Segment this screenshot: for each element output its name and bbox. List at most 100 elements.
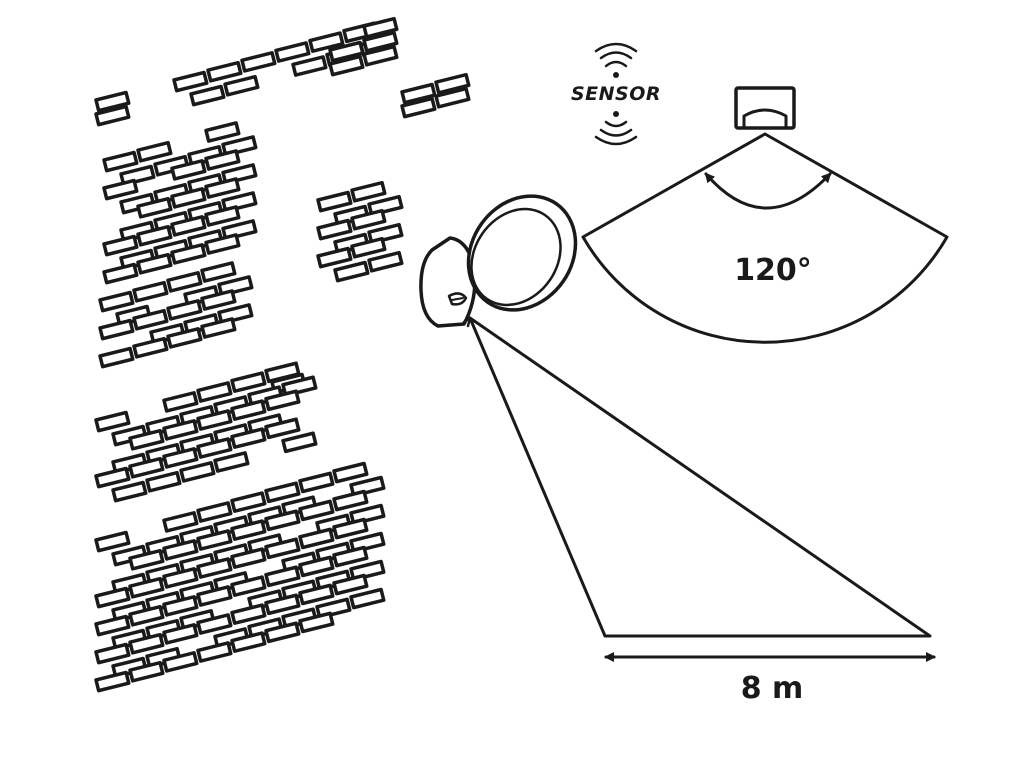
brick (434, 72, 471, 95)
brick (102, 150, 139, 173)
detection-sector (581, 132, 949, 344)
brick (298, 611, 335, 634)
brick (200, 317, 237, 339)
angle-label: 120° (734, 253, 812, 288)
brick (102, 234, 139, 257)
brick (264, 417, 301, 440)
wifi-wave-icon (594, 111, 638, 146)
brick (264, 389, 301, 412)
brick (170, 243, 207, 265)
brick (298, 527, 335, 550)
brick (94, 90, 131, 113)
brick (362, 30, 399, 53)
brick (111, 480, 148, 503)
brick (196, 437, 233, 459)
brick (200, 289, 237, 311)
brick (298, 555, 335, 578)
brick (333, 260, 370, 283)
brick (166, 327, 203, 349)
brick (223, 74, 260, 97)
brick (204, 177, 241, 199)
brick (136, 224, 173, 247)
brick (162, 651, 199, 673)
brick (128, 604, 165, 627)
brick (196, 613, 233, 635)
brick (434, 86, 471, 109)
brick (367, 250, 404, 273)
brick (166, 299, 203, 321)
brick (98, 318, 135, 341)
top-view-detection: 120° (581, 86, 949, 344)
brick (102, 178, 139, 201)
brick (332, 573, 369, 596)
brick (98, 290, 135, 313)
sensor-indicator: SENSOR (571, 42, 661, 146)
brick (264, 593, 301, 616)
brick (230, 575, 267, 597)
brick (145, 470, 182, 493)
brick (196, 557, 233, 579)
brick (162, 539, 199, 561)
brick (350, 236, 387, 259)
brick (362, 16, 399, 39)
brick (94, 642, 131, 665)
brick (328, 40, 365, 63)
brick (298, 499, 335, 522)
brick (230, 547, 267, 569)
brick (94, 670, 131, 693)
angle-arc (704, 172, 832, 210)
brick (94, 466, 131, 489)
brick (316, 218, 353, 241)
brick (206, 60, 243, 83)
brick (128, 456, 165, 479)
brick (264, 565, 301, 588)
brick (94, 104, 131, 127)
range-label: 8 m (741, 671, 804, 706)
brick (136, 252, 173, 275)
brick-wall-icon (94, 16, 471, 693)
brick (264, 481, 301, 504)
brick (200, 261, 237, 283)
motion-sensor-icon (734, 86, 796, 130)
brick (128, 660, 165, 683)
brick (316, 246, 353, 269)
brick (281, 431, 318, 454)
brick (128, 428, 165, 451)
brick (170, 187, 207, 209)
brick (230, 519, 267, 541)
brick (94, 530, 131, 553)
brick (196, 529, 233, 551)
brick (230, 491, 267, 513)
brick (132, 308, 169, 331)
brick (264, 361, 301, 384)
brick (136, 196, 173, 219)
brick (128, 632, 165, 655)
brick (196, 641, 233, 663)
brick (230, 371, 267, 393)
brick (162, 447, 199, 469)
brick (264, 621, 301, 644)
brick (196, 585, 233, 607)
brick (264, 509, 301, 532)
brick (204, 233, 241, 255)
brick (162, 567, 199, 589)
brick (400, 82, 437, 105)
brick (196, 409, 233, 431)
brick (102, 262, 139, 285)
brick (166, 271, 203, 293)
brick (350, 180, 387, 203)
brick (291, 55, 328, 77)
brick (132, 280, 169, 303)
brick (230, 603, 267, 625)
brick (400, 96, 437, 119)
brick (196, 501, 233, 523)
brick (94, 586, 131, 609)
brick (136, 140, 173, 163)
brick (204, 149, 241, 171)
brick (332, 545, 369, 568)
brick (128, 576, 165, 599)
detection-beam (468, 316, 932, 638)
brick (230, 631, 267, 653)
brick (274, 41, 311, 63)
